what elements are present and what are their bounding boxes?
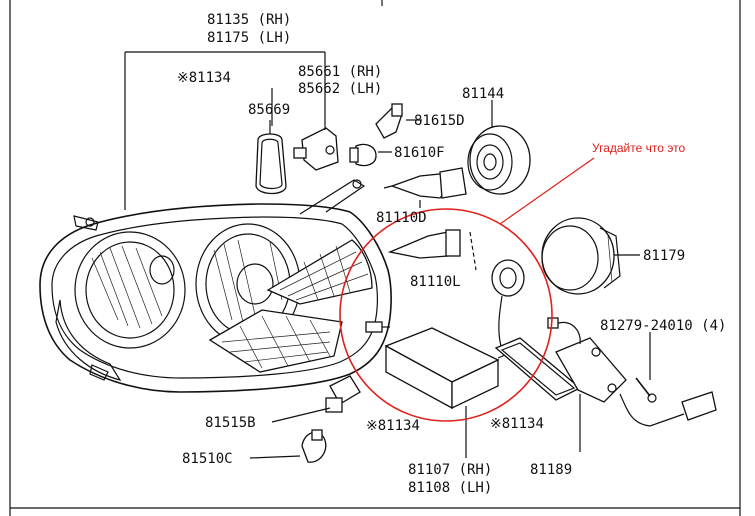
igniter [491, 259, 525, 351]
ballast-81107 [384, 327, 513, 452]
socket-81615d [375, 103, 403, 139]
label-81134-right: ※81134 [490, 416, 544, 432]
label-81510c: 81510C [182, 451, 233, 467]
cap-81179 [541, 217, 621, 295]
label-81189: 81189 [530, 462, 572, 478]
wire-harness [619, 391, 717, 427]
socket-81515b [325, 375, 361, 413]
cover-81144 [467, 125, 531, 195]
label-81110d: 81110D [376, 210, 427, 226]
housing-connector [365, 321, 390, 333]
bulb-socket-85661 [293, 127, 339, 171]
bulb-81110l [387, 229, 477, 271]
bulb-81110d [383, 167, 467, 199]
highlight-circle [339, 208, 553, 422]
leader-lines [124, 51, 651, 459]
label-85669: 85669 [248, 102, 290, 118]
side-marker-lens [208, 309, 343, 373]
bolt-81279 [635, 377, 657, 403]
low-beam-reflector [74, 231, 186, 349]
label-81134-top: ※81134 [177, 70, 231, 86]
label-81615d: 81615D [414, 113, 465, 129]
label-85661: 85661 (RH) [298, 64, 382, 80]
label-81107: 81107 (RH) [408, 462, 492, 478]
label-81515b: 81515B [205, 415, 256, 431]
label-81610f: 81610F [394, 145, 445, 161]
annotation-text: Угадайте что это [592, 141, 685, 155]
bulb-81610f [349, 143, 377, 167]
label-81144: 81144 [462, 86, 504, 102]
bulb-81510c [301, 429, 327, 463]
label-85662: 85662 (LH) [298, 81, 382, 97]
label-81110l: 81110L [410, 274, 461, 290]
label-81175: 81175 (LH) [207, 30, 291, 46]
label-81279: 81279-24010 (4) [600, 318, 726, 334]
label-81134-mid: ※81134 [366, 418, 420, 434]
turn-signal-lens [266, 239, 373, 305]
label-81108: 81108 (LH) [408, 480, 492, 496]
label-81135: 81135 (RH) [207, 12, 291, 28]
headlamp-housing [39, 179, 392, 393]
label-81179: 81179 [643, 248, 685, 264]
